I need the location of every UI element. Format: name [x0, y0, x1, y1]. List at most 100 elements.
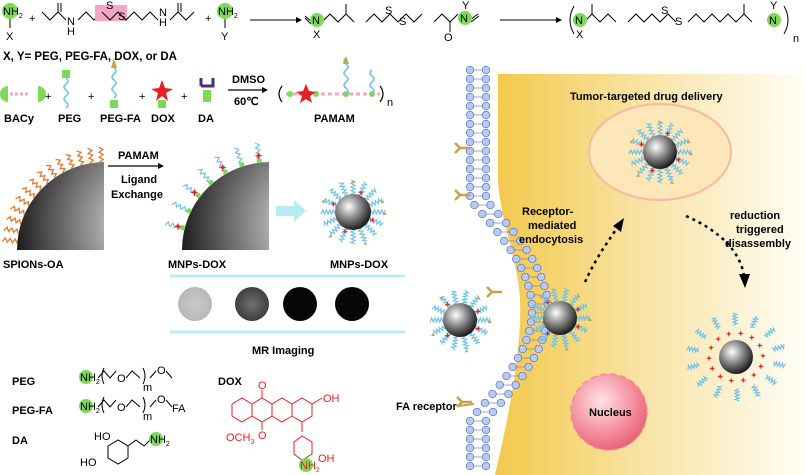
peg-chain	[532, 322, 547, 333]
polymer-n-1: N	[575, 15, 583, 27]
dox-star	[649, 167, 656, 174]
dox-star	[358, 189, 364, 196]
dox-molecule	[231, 390, 323, 461]
dox-o-bottom: O	[258, 430, 267, 442]
mri-spot-4	[335, 287, 369, 321]
peg-chain	[439, 332, 452, 346]
amine-highlight	[2, 3, 18, 19]
peg-chain	[328, 188, 342, 201]
lipid-head-outer	[465, 119, 475, 129]
dox-star	[748, 334, 755, 341]
disassembly-arrow	[685, 214, 746, 277]
mri-label: MR Imaging	[252, 345, 314, 357]
oleic-acid-chain	[10, 205, 25, 216]
lipid-head-outer	[480, 398, 490, 408]
fa-tip	[636, 173, 641, 177]
peg-chain	[432, 324, 447, 335]
lipid-head-outer	[465, 452, 475, 462]
lipid-head-inner	[481, 173, 491, 183]
receptor-label-3: endocytosis	[519, 234, 583, 246]
lipid-head-inner	[496, 398, 506, 408]
lipid-head-inner	[481, 65, 491, 75]
lipid-head-outer	[517, 263, 526, 273]
peg-chain	[550, 288, 560, 303]
lipid-head-outer	[500, 236, 509, 246]
lipid-head-inner	[488, 407, 498, 417]
peg-chain	[636, 162, 650, 176]
anchor-dot	[256, 158, 262, 164]
fa-tip	[464, 349, 469, 353]
dox-star	[757, 363, 764, 370]
oleic-acid-chain	[45, 164, 58, 179]
fa-tip	[351, 180, 355, 183]
svg-text:NH2: NH2	[80, 401, 100, 415]
peg-chain	[450, 336, 459, 351]
endocytosis-arrow	[583, 225, 620, 283]
dox-star	[638, 141, 645, 148]
oleic-acid-chain	[76, 150, 85, 166]
mri-spot-2	[235, 287, 269, 321]
oleic-acid-chain	[97, 146, 104, 163]
lipid-head-inner	[481, 119, 491, 129]
peg-chain	[357, 227, 368, 242]
dox-star	[760, 352, 766, 359]
fa-receptor-icon	[454, 142, 470, 154]
pegfa-o-1: O	[117, 402, 126, 414]
lipid-head-inner	[481, 128, 491, 138]
endosome-nanoparticle	[643, 135, 677, 169]
polymer-n-2: N	[769, 15, 777, 27]
peg-m: m	[143, 382, 152, 394]
oleic-acid-chain	[87, 147, 95, 164]
lipid-head-inner	[481, 191, 491, 201]
dox-star	[709, 365, 716, 372]
peg-fa-icon	[110, 58, 118, 108]
peg-chain	[468, 331, 481, 345]
lipid-head-inner	[494, 209, 503, 219]
dox-star	[708, 344, 715, 351]
oleic-acid-chain	[37, 171, 50, 185]
fa-tip	[564, 347, 569, 351]
peg-chain	[628, 148, 644, 156]
fa-tip	[669, 180, 674, 184]
dox-icon	[151, 80, 173, 108]
peg-chain	[771, 343, 785, 353]
anchor-dot	[186, 208, 192, 214]
fa-tip	[689, 152, 693, 155]
linker-n-left: N	[67, 16, 75, 28]
plus-4: +	[88, 91, 94, 103]
bacy-label: BACy	[4, 113, 35, 125]
lipid-head-inner	[486, 200, 495, 210]
polymer-s2: S	[675, 16, 682, 28]
peg-chain	[450, 290, 460, 305]
peg-chain	[568, 329, 581, 343]
mr-imaging: MR Imaging	[170, 274, 405, 357]
peg-chain	[711, 317, 722, 330]
peg-chain	[773, 360, 786, 370]
lipid-head-inner	[481, 434, 491, 444]
lipid-head-outer	[465, 164, 475, 174]
lipid-head-inner	[481, 101, 491, 111]
svg-text:NH2: NH2	[218, 6, 238, 20]
fa-tip	[588, 318, 592, 321]
solvent-label: DMSO	[232, 74, 265, 86]
lipid-head-inner	[509, 227, 518, 237]
lipid-head-inner	[501, 218, 511, 228]
peg-chain	[560, 333, 570, 348]
dox-nh2: NH2	[300, 460, 320, 474]
peg-chain	[429, 316, 444, 324]
peg-chain	[663, 166, 674, 181]
lipid-head-outer	[526, 290, 535, 300]
peg-chain	[670, 128, 684, 142]
plus-6: +	[181, 91, 187, 103]
peg-chain	[476, 316, 491, 324]
polymer-y: Y	[770, 0, 778, 12]
peg-chain	[364, 223, 378, 236]
peg-chain	[368, 197, 383, 208]
lipid-head-inner	[540, 281, 549, 291]
fa-tip	[539, 294, 544, 298]
polymer-s1: S	[661, 5, 668, 17]
lipid-head-outer	[512, 254, 521, 264]
cell-membrane	[465, 65, 553, 471]
spions-oa-label: SPIONs-OA	[3, 259, 64, 271]
